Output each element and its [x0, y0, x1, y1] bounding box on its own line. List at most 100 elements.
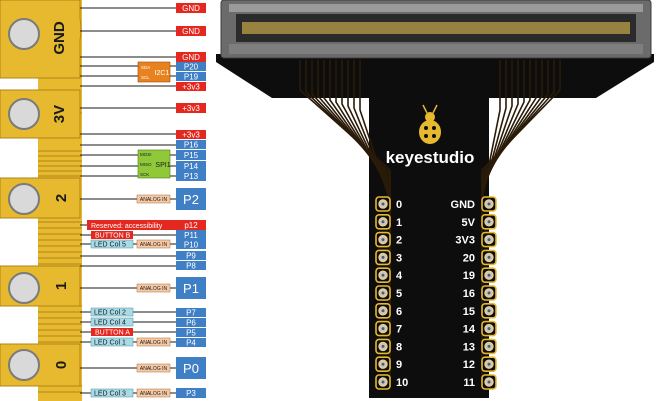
header-label-right-4: 19 — [463, 270, 475, 282]
i2c-title: I2C1 — [155, 70, 170, 77]
header-label-left-10: 10 — [396, 377, 408, 389]
p1-hole — [8, 272, 40, 304]
spi-block: MOSI MISO SCK SPI1 — [137, 149, 171, 179]
i2c-scl-label: SCL — [141, 75, 150, 80]
svg-text:Reserved: accessibility: Reserved: accessibility — [91, 223, 163, 230]
svg-text:ANALOG IN: ANALOG IN — [140, 391, 168, 397]
header-pin-right-3 — [481, 249, 497, 266]
svg-text:P13: P13 — [184, 172, 199, 181]
header-label-left-6: 6 — [396, 306, 402, 318]
pin-gnd-2: GND — [176, 26, 206, 36]
svg-text:GND: GND — [182, 53, 200, 62]
edge-label-0: 0 — [53, 361, 70, 369]
pin-p9: P9 — [176, 251, 206, 261]
pin-labels: GND GND GND P20 P19 +3v3 +3v3 +3v3 P16 P… — [176, 3, 206, 398]
pin-3v3-a: +3v3 — [176, 82, 206, 92]
header-pin-left-7 — [375, 320, 391, 337]
tag-button-a: BUTTON A — [91, 328, 133, 337]
svg-text:P9: P9 — [186, 252, 196, 261]
pin-3v3-c: +3v3 — [176, 130, 206, 140]
p2-hole — [8, 183, 40, 215]
pin-p20: P20 — [176, 62, 206, 72]
svg-text:ANALOG IN: ANALOG IN — [140, 366, 168, 372]
tag-reserved: Reserved: accessibility — [87, 220, 176, 230]
header-label-right-5: 16 — [463, 288, 475, 300]
header-label-left-3: 3 — [396, 252, 402, 264]
slot-bottom-rail — [229, 44, 643, 54]
keyestudio-logo-icon — [419, 104, 441, 144]
spi-title: SPI1 — [155, 162, 170, 169]
pin-p5: P5 — [176, 328, 206, 338]
header-label-right-9: 12 — [463, 359, 475, 371]
svg-text:LED Col 5: LED Col 5 — [94, 242, 126, 249]
svg-text:LED Col 3: LED Col 3 — [94, 391, 126, 398]
pin-p14: P14 — [176, 161, 206, 171]
header-pin-left-2 — [375, 231, 391, 248]
svg-text:P16: P16 — [184, 141, 199, 150]
pin-p15: P15 — [176, 150, 206, 160]
header-label-right-6: 15 — [463, 306, 475, 318]
i2c-sda-label: SDA — [141, 65, 150, 70]
pin-p6: P6 — [176, 318, 206, 328]
pin-p10: P10 — [176, 240, 206, 250]
svg-text:P15: P15 — [184, 151, 199, 160]
svg-text:GND: GND — [182, 4, 200, 13]
header-label-left-5: 5 — [396, 288, 402, 300]
tag-button-b: BUTTON B — [91, 231, 133, 240]
pin-gnd-1: GND — [176, 3, 206, 13]
header-pin-left-1 — [375, 214, 391, 230]
svg-text:P4: P4 — [186, 339, 196, 348]
tag-led-col4: LED Col 4 — [90, 317, 134, 327]
svg-text:+3v3: +3v3 — [182, 83, 200, 92]
header-label-right-2: 3V3 — [455, 235, 475, 247]
pin-big-p1: P1 — [176, 277, 206, 299]
svg-text:ANALOG IN: ANALOG IN — [140, 286, 168, 292]
3v-hole — [8, 98, 40, 130]
spi-miso-label: MISO — [140, 162, 152, 167]
pin-p11: P11 — [176, 230, 206, 240]
svg-text:P11: P11 — [184, 231, 198, 240]
spi-sck-label: SCK — [140, 172, 149, 177]
svg-text:P3: P3 — [186, 389, 196, 398]
header-pin-right-5 — [481, 285, 497, 301]
edge-label-gnd: GND — [51, 21, 68, 55]
svg-text:ANALOG IN: ANALOG IN — [140, 242, 168, 248]
svg-text:p12: p12 — [184, 221, 198, 230]
pin-3v3-b: +3v3 — [176, 103, 206, 113]
svg-text:P1: P1 — [183, 281, 199, 296]
header-pin-left-0 — [375, 196, 391, 212]
svg-text:P20: P20 — [184, 63, 199, 72]
board-brand: keyestudio — [386, 148, 475, 167]
header-pin-right-2 — [481, 231, 497, 248]
svg-text:BUTTON B: BUTTON B — [95, 233, 131, 240]
svg-text:BUTTON A: BUTTON A — [95, 330, 130, 337]
function-tags: Reserved: accessibility BUTTON B LED Col… — [87, 220, 176, 398]
header-pin-right-0 — [481, 196, 497, 212]
pin-p8: P8 — [176, 261, 206, 271]
header-label-right-10: 11 — [463, 377, 475, 389]
header-pin-left-9 — [375, 356, 391, 373]
pin-p3: P3 — [176, 388, 206, 398]
tag-led-col1: LED Col 1 — [90, 337, 134, 347]
pin-p19: P19 — [176, 72, 206, 82]
i2c-block: SDA SCL I2C1 — [137, 61, 171, 83]
pin-p12: p12 — [176, 220, 206, 230]
header-label-left-0: 0 — [396, 199, 402, 211]
analog-tag-p2: ANALOG IN — [136, 194, 171, 204]
svg-text:+3v3: +3v3 — [182, 104, 200, 113]
svg-text:P19: P19 — [184, 73, 199, 82]
header-label-left-7: 7 — [396, 324, 402, 336]
analog-tag-p1: ANALOG IN — [136, 283, 171, 293]
header-label-left-9: 9 — [396, 359, 402, 371]
p0-hole — [8, 349, 40, 381]
header-pin-right-4 — [481, 267, 497, 284]
header-pin-right-10 — [481, 374, 497, 390]
pin-p13: P13 — [176, 171, 206, 181]
microbit-edge: GND 3V 2 1 0 — [0, 0, 82, 401]
spi-mosi-label: MOSI — [140, 152, 152, 157]
analog-tag-p3: ANALOG IN — [136, 388, 171, 398]
analog-tag-p0: ANALOG IN — [136, 363, 171, 373]
